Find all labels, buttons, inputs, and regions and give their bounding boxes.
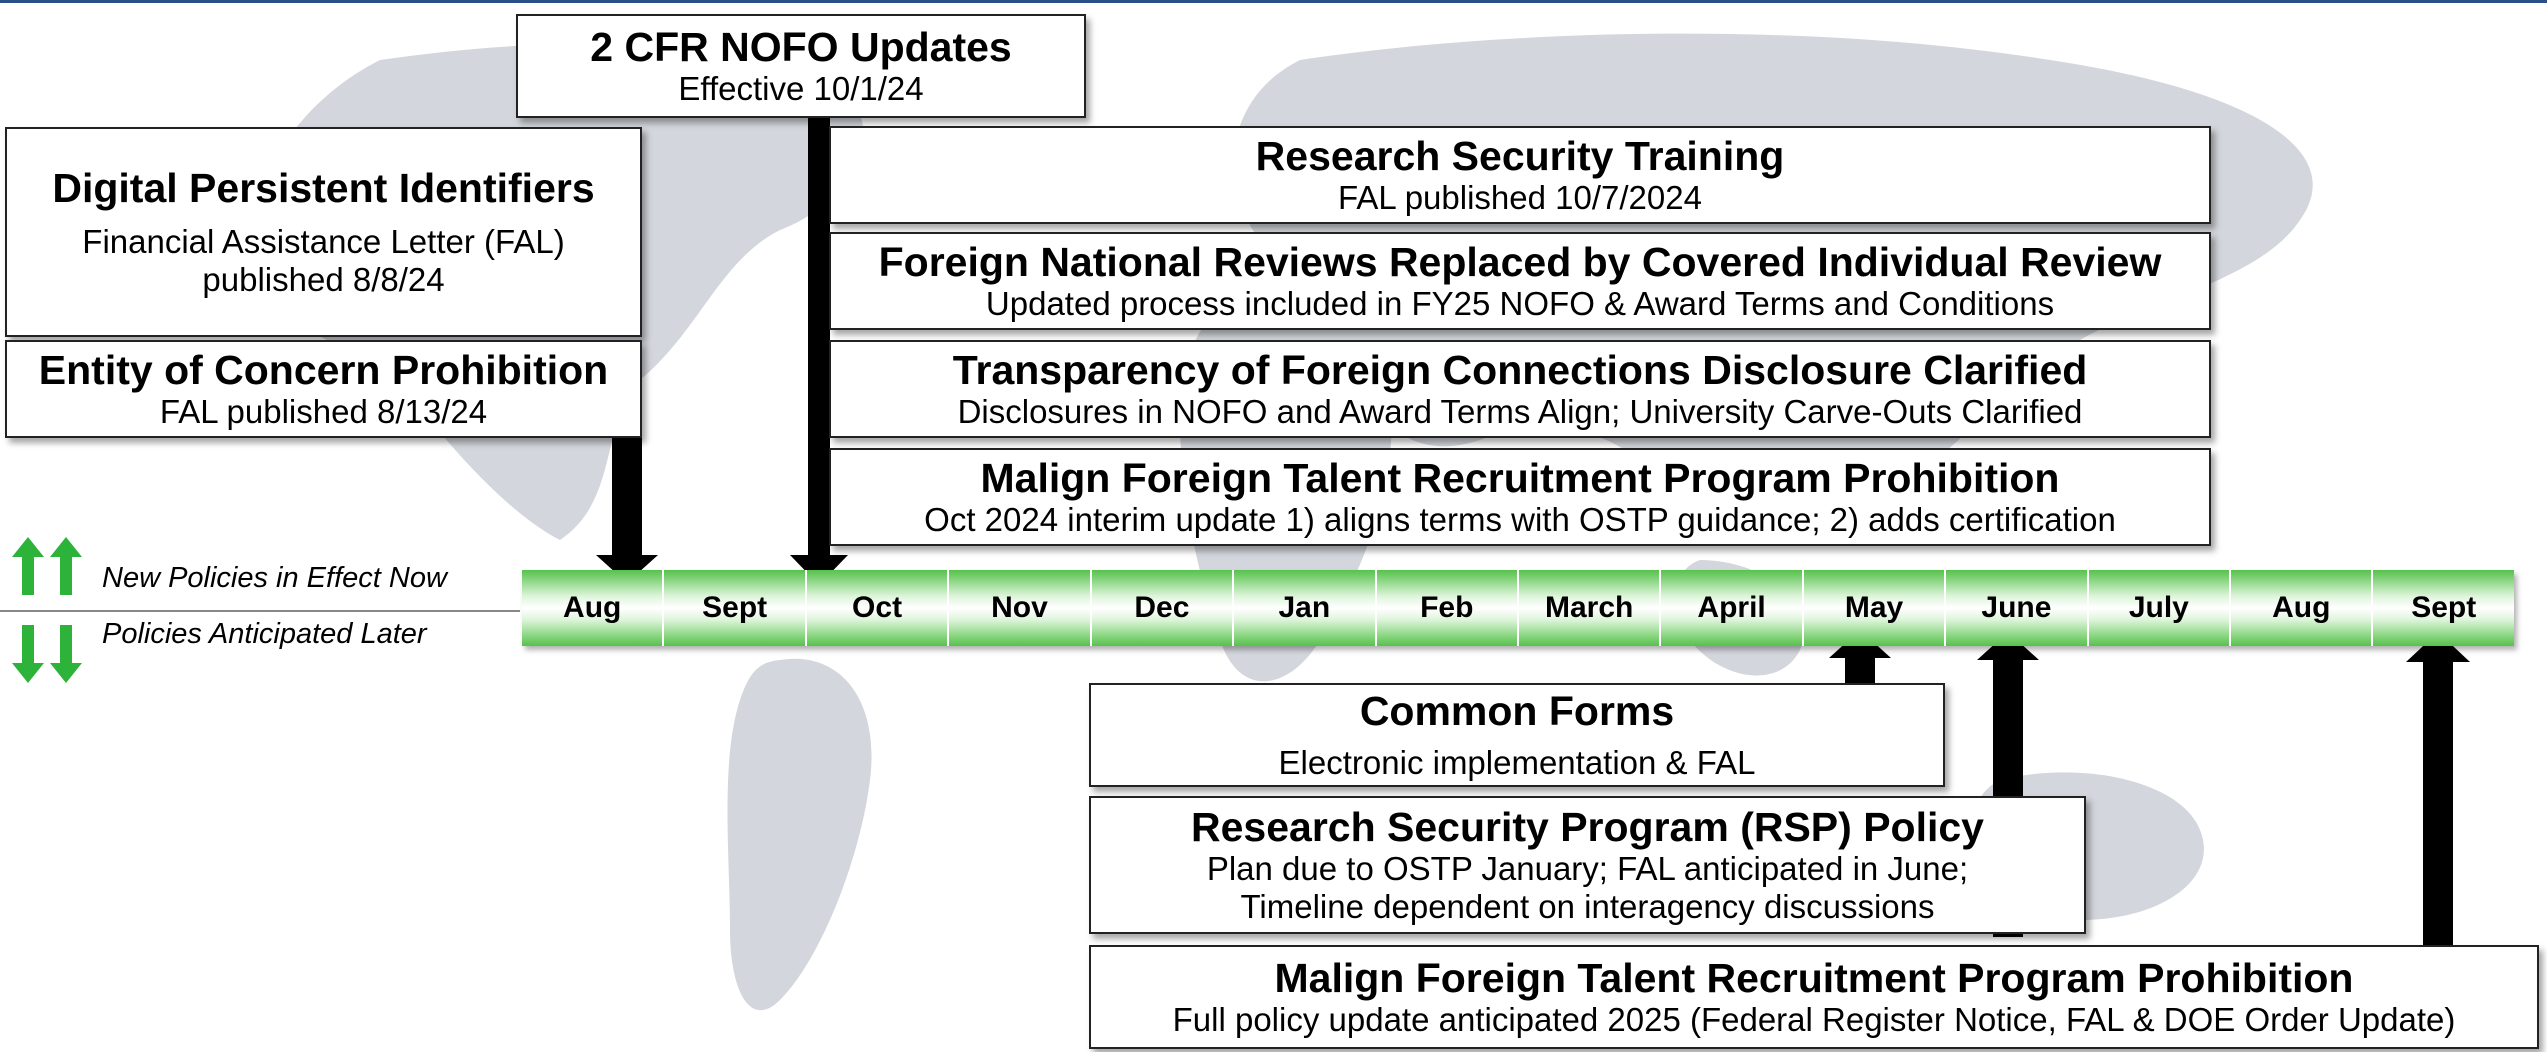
box-foreign-national-reviews: Foreign National Reviews Replaced by Cov… <box>829 232 2211 330</box>
month-dec: Dec <box>1092 570 1235 646</box>
box-research-security-training: Research Security Training FAL published… <box>829 126 2211 224</box>
timeline-bar: Aug Sept Oct Nov Dec Jan Feb March April… <box>522 570 2514 646</box>
month-july: July <box>2089 570 2232 646</box>
box-subtitle-line2: Timeline dependent on interagency discus… <box>1240 888 1935 925</box>
box-subtitle: Full policy update anticipated 2025 (Fed… <box>1172 1001 2456 1038</box>
box-malign-foreign-talent-interim: Malign Foreign Talent Recruitment Progra… <box>829 448 2211 546</box>
box-subtitle: Oct 2024 interim update 1) aligns terms … <box>924 501 2116 538</box>
box-2cfr-nofo-updates: 2 CFR NOFO Updates Effective 10/1/24 <box>516 14 1086 118</box>
box-title: Foreign National Reviews Replaced by Cov… <box>878 239 2162 285</box>
box-entity-of-concern-prohibition: Entity of Concern Prohibition FAL publis… <box>5 340 642 438</box>
box-subtitle-line1: Financial Assistance Letter (FAL) <box>82 223 565 260</box>
box-title: Malign Foreign Talent Recruitment Progra… <box>1274 955 2354 1001</box>
box-subtitle-line1: Plan due to OSTP January; FAL anticipate… <box>1206 850 1969 887</box>
box-digital-persistent-identifiers: Digital Persistent Identifiers Financial… <box>5 127 642 337</box>
month-sept-2024: Sept <box>664 570 807 646</box>
box-subtitle: FAL published 10/7/2024 <box>1338 179 1702 216</box>
top-border <box>0 0 2547 3</box>
box-subtitle-line2: published 8/8/24 <box>202 261 445 298</box>
month-june: June <box>1946 570 2089 646</box>
month-feb: Feb <box>1377 570 1519 646</box>
box-subtitle: Disclosures in NOFO and Award Terms Alig… <box>957 393 2083 430</box>
box-transparency-foreign-connections: Transparency of Foreign Connections Disc… <box>829 340 2211 438</box>
legend-anticipated-policies: Policies Anticipated Later <box>102 618 427 650</box>
box-title: Digital Persistent Identifiers <box>52 165 595 211</box>
box-title: Common Forms <box>1359 688 1675 734</box>
box-title: Malign Foreign Talent Recruitment Progra… <box>980 455 2060 501</box>
box-title: 2 CFR NOFO Updates <box>590 24 1012 70</box>
legend-divider <box>0 610 520 612</box>
box-title: Research Security Training <box>1255 133 1785 179</box>
box-subtitle: Updated process included in FY25 NOFO & … <box>985 285 2055 322</box>
month-nov: Nov <box>949 570 1092 646</box>
month-aug-2025: Aug <box>2231 570 2374 646</box>
month-april: April <box>1661 570 1804 646</box>
box-title: Research Security Program (RSP) Policy <box>1191 804 1984 850</box>
box-research-security-program-policy: Research Security Program (RSP) Policy P… <box>1089 796 2086 934</box>
month-oct: Oct <box>807 570 950 646</box>
month-aug-2024: Aug <box>522 570 665 646</box>
month-may: May <box>1804 570 1947 646</box>
box-subtitle: Effective 10/1/24 <box>678 70 924 107</box>
box-common-forms: Common Forms Electronic implementation &… <box>1089 683 1945 787</box>
box-subtitle: Electronic implementation & FAL <box>1278 744 1756 781</box>
box-title: Entity of Concern Prohibition <box>38 347 609 393</box>
month-jan: Jan <box>1234 570 1377 646</box>
legend-arrows <box>12 537 82 683</box>
legend-new-policies: New Policies in Effect Now <box>102 562 447 594</box>
box-title: Transparency of Foreign Connections Disc… <box>952 347 2088 393</box>
box-malign-foreign-talent-full: Malign Foreign Talent Recruitment Progra… <box>1089 945 2539 1049</box>
month-sept-2025: Sept <box>2411 591 2477 624</box>
month-march: March <box>1519 570 1662 646</box>
box-subtitle: FAL published 8/13/24 <box>159 393 488 430</box>
